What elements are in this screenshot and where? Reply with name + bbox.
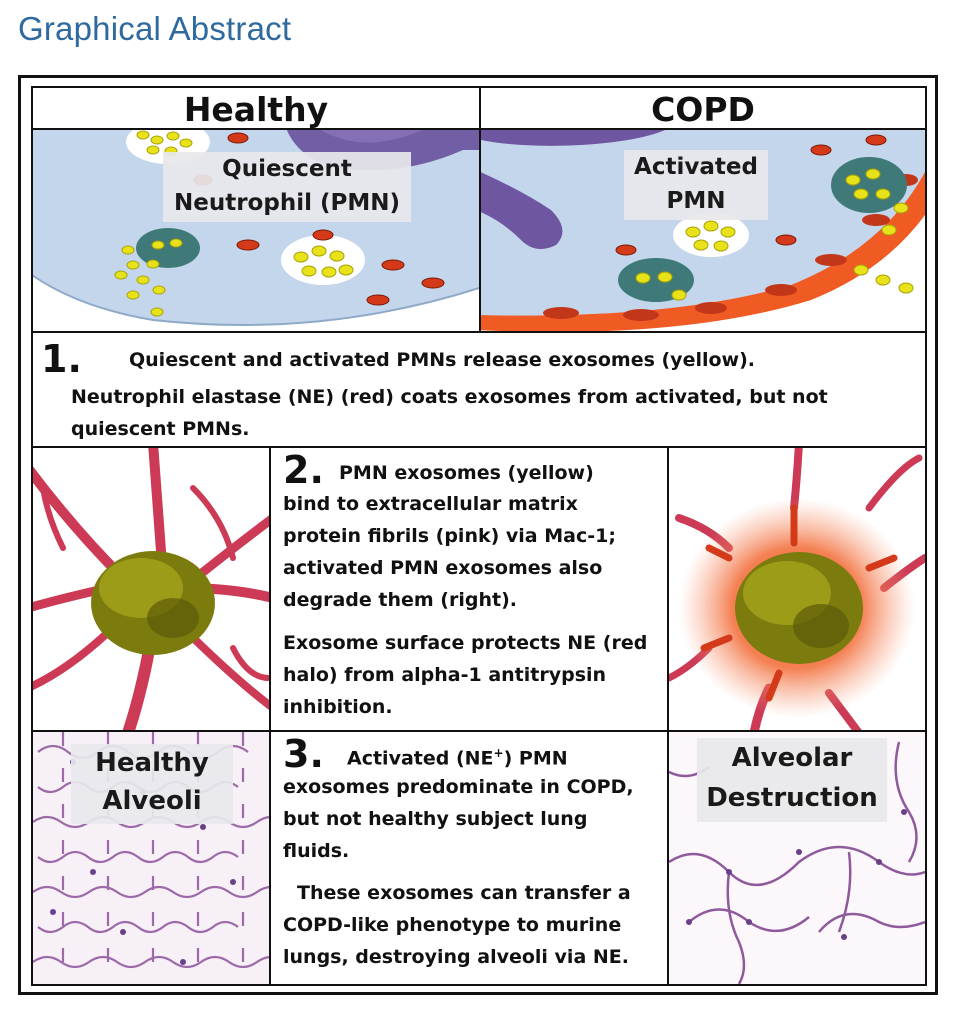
step3-number: 3. xyxy=(283,732,324,776)
step3-line2: exosomes predominate in COPD, xyxy=(283,776,634,798)
activated-neutrophil-illustration xyxy=(481,130,925,331)
exosome-binding-fibrils-illustration xyxy=(33,448,269,730)
step3-line3: but not healthy subject lung xyxy=(283,808,588,830)
step2-line7: halo) from alpha-1 antitrypsin xyxy=(283,664,607,686)
step1-box: 1. Quiescent and activated PMNs release … xyxy=(31,331,927,448)
alveolar-destruction-panel: Alveolar Destruction xyxy=(667,730,927,986)
header-healthy-cell: Healthy xyxy=(31,86,481,130)
abstract-frame: Healthy COPD xyxy=(18,75,938,995)
alveolar-destruction-line2: Destruction xyxy=(706,783,878,813)
healthy-alveoli-line1: Healthy xyxy=(95,748,209,778)
step3-line4: fluids. xyxy=(283,840,350,862)
header-copd-cell: COPD xyxy=(479,86,927,130)
step2-line5: degrade them (right). xyxy=(283,589,517,611)
step3-line7: lungs, destroying alveoli via NE. xyxy=(283,946,629,968)
graphical-abstract-title: Graphical Abstract xyxy=(18,10,292,47)
step3-line5: These exosomes can transfer a xyxy=(297,882,631,904)
step3-line1-post: ) PMN xyxy=(503,747,568,770)
step1-line1: Quiescent and activated PMNs release exo… xyxy=(129,349,755,371)
healthy-exosome-fibril-panel xyxy=(31,446,271,732)
step2-line2: bind to extracellular matrix xyxy=(283,493,578,515)
step3-line1-pre: Activated (NE xyxy=(347,747,494,770)
step3-line6: COPD-like phenotype to murine xyxy=(283,914,622,936)
quiescent-label-line2: Neutrophil (PMN) xyxy=(174,190,400,216)
step1-line3: quiescent PMNs. xyxy=(71,418,250,440)
activated-label-line1: Activated xyxy=(634,154,758,180)
healthy-alveoli-label: Healthy Alveoli xyxy=(71,744,233,824)
step3-line1: Activated (NE+) PMN xyxy=(347,746,568,769)
alveolar-destruction-line1: Alveolar xyxy=(731,743,853,773)
copd-exosome-halo-panel xyxy=(667,446,927,732)
step1-number: 1. xyxy=(41,337,82,381)
step2-number: 2. xyxy=(283,448,324,492)
activated-neutrophil-panel: Activated PMN xyxy=(479,128,927,333)
exosome-ne-halo-illustration xyxy=(669,448,925,730)
step3-line1-sup: + xyxy=(493,746,504,760)
step1-line2: Neutrophil elastase (NE) (red) coats exo… xyxy=(71,386,828,408)
healthy-alveoli-line2: Alveoli xyxy=(102,786,202,816)
activated-label-line2: PMN xyxy=(666,188,726,214)
step2-line1: PMN exosomes (yellow) xyxy=(339,462,594,484)
healthy-alveoli-panel: Healthy Alveoli xyxy=(31,730,271,986)
quiescent-neutrophil-panel: Quiescent Neutrophil (PMN) xyxy=(31,128,481,333)
alveolar-destruction-label: Alveolar Destruction xyxy=(697,738,887,822)
step2-line8: inhibition. xyxy=(283,696,393,718)
step2-line4: activated PMN exosomes also xyxy=(283,557,603,579)
column-title-copd: COPD xyxy=(651,90,755,129)
step2-line3: protein fibrils (pink) via Mac-1; xyxy=(283,525,616,547)
step2-box: 2. PMN exosomes (yellow) bind to extrace… xyxy=(269,446,669,732)
activated-pmn-label: Activated PMN xyxy=(624,150,768,220)
column-title-healthy: Healthy xyxy=(183,90,329,129)
step2-line6: Exosome surface protects NE (red xyxy=(283,632,648,654)
step3-box: 3. Activated (NE+) PMN exosomes predomin… xyxy=(269,730,669,986)
quiescent-neutrophil-label: Quiescent Neutrophil (PMN) xyxy=(163,152,411,222)
quiescent-label-line1: Quiescent xyxy=(222,156,352,182)
